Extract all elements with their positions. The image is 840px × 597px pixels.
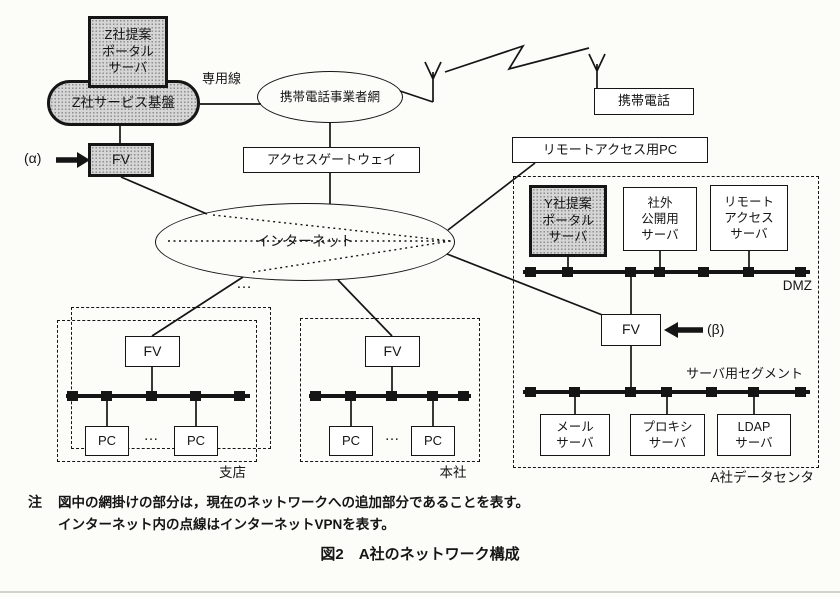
node-z-portal-server: Z社提案 ポータル サーバ (88, 16, 168, 88)
branch-office-frame (57, 320, 257, 462)
line-remotepc-internet (447, 162, 536, 231)
label-alpha: (α) (24, 150, 42, 166)
label-branch-pc-dots: … (143, 427, 159, 444)
node-datacenter-fv: FV (601, 314, 661, 346)
label-ellipsis-more-branches: … (236, 275, 252, 292)
radio-link (424, 44, 606, 102)
note-marker: 注 (28, 494, 42, 510)
datacenter-frame (513, 176, 819, 468)
node-branch-pc-right: PC (174, 426, 218, 456)
label-datacenter: A社データセンタ (710, 470, 814, 485)
node-access-gateway: アクセスゲートウェイ (243, 147, 420, 173)
note-line-2: インターネット内の点線はインターネットVPNを表す。 (58, 517, 395, 532)
antenna-right-icon (588, 53, 606, 88)
line-internet-hq (337, 279, 393, 337)
node-branch-fv: FV (125, 336, 180, 367)
antenna-left-icon (424, 61, 442, 102)
node-mail-server: メール サーバ (540, 414, 610, 456)
label-beta: (β) (707, 321, 725, 337)
label-server-segment: サーバ用セグメント (686, 366, 803, 381)
label-dmz: DMZ (782, 278, 812, 293)
node-remote-access-pc: リモートアクセス用PC (512, 137, 708, 163)
node-fv-external: FV (88, 143, 154, 177)
node-hq-pc-right: PC (411, 426, 455, 456)
figure-caption: 図2 A社のネットワーク構成 (320, 546, 520, 563)
note-line-1: 図中の網掛けの部分は，現在のネットワークへの追加部分であることを表す。 (58, 495, 530, 510)
line-fv-internet (120, 176, 208, 215)
node-mobile-phone: 携帯電話 (594, 88, 694, 115)
line-carrier-antenna (399, 90, 434, 103)
node-branch-pc-left: PC (85, 426, 129, 456)
label-hq-pc-dots: … (384, 427, 400, 444)
connection-lines (119, 90, 611, 337)
node-remote-access-server: リモート アクセス サーバ (710, 185, 788, 251)
page-rule-line (0, 591, 840, 593)
node-ldap-server: LDAP サーバ (717, 414, 791, 456)
bus-taps (67, 267, 806, 401)
line-internet-branch (151, 276, 244, 337)
node-internet: インターネット (155, 203, 455, 281)
node-public-server: 社外 公開用 サーバ (623, 187, 697, 251)
node-hq-fv: FV (365, 336, 420, 367)
alpha-arrow-icon (56, 152, 90, 168)
line-internet-datacenter (446, 253, 611, 319)
node-hq-pc-left: PC (329, 426, 373, 456)
node-proxy-server: プロキシ サーバ (630, 414, 705, 456)
node-y-portal-server: Y社提案 ポータル サーバ (529, 185, 607, 257)
label-leased-line: 専用線 (202, 71, 242, 86)
head-office-frame (300, 318, 480, 462)
label-branch-office: 支店 (219, 465, 246, 480)
node-carrier-network: 携帯電話事業者網 (257, 71, 403, 123)
radio-wave-zigzag-icon (444, 44, 590, 73)
branch-office-back-frame (71, 307, 271, 449)
beta-arrow-icon (664, 322, 703, 338)
label-head-office: 本社 (439, 465, 467, 480)
